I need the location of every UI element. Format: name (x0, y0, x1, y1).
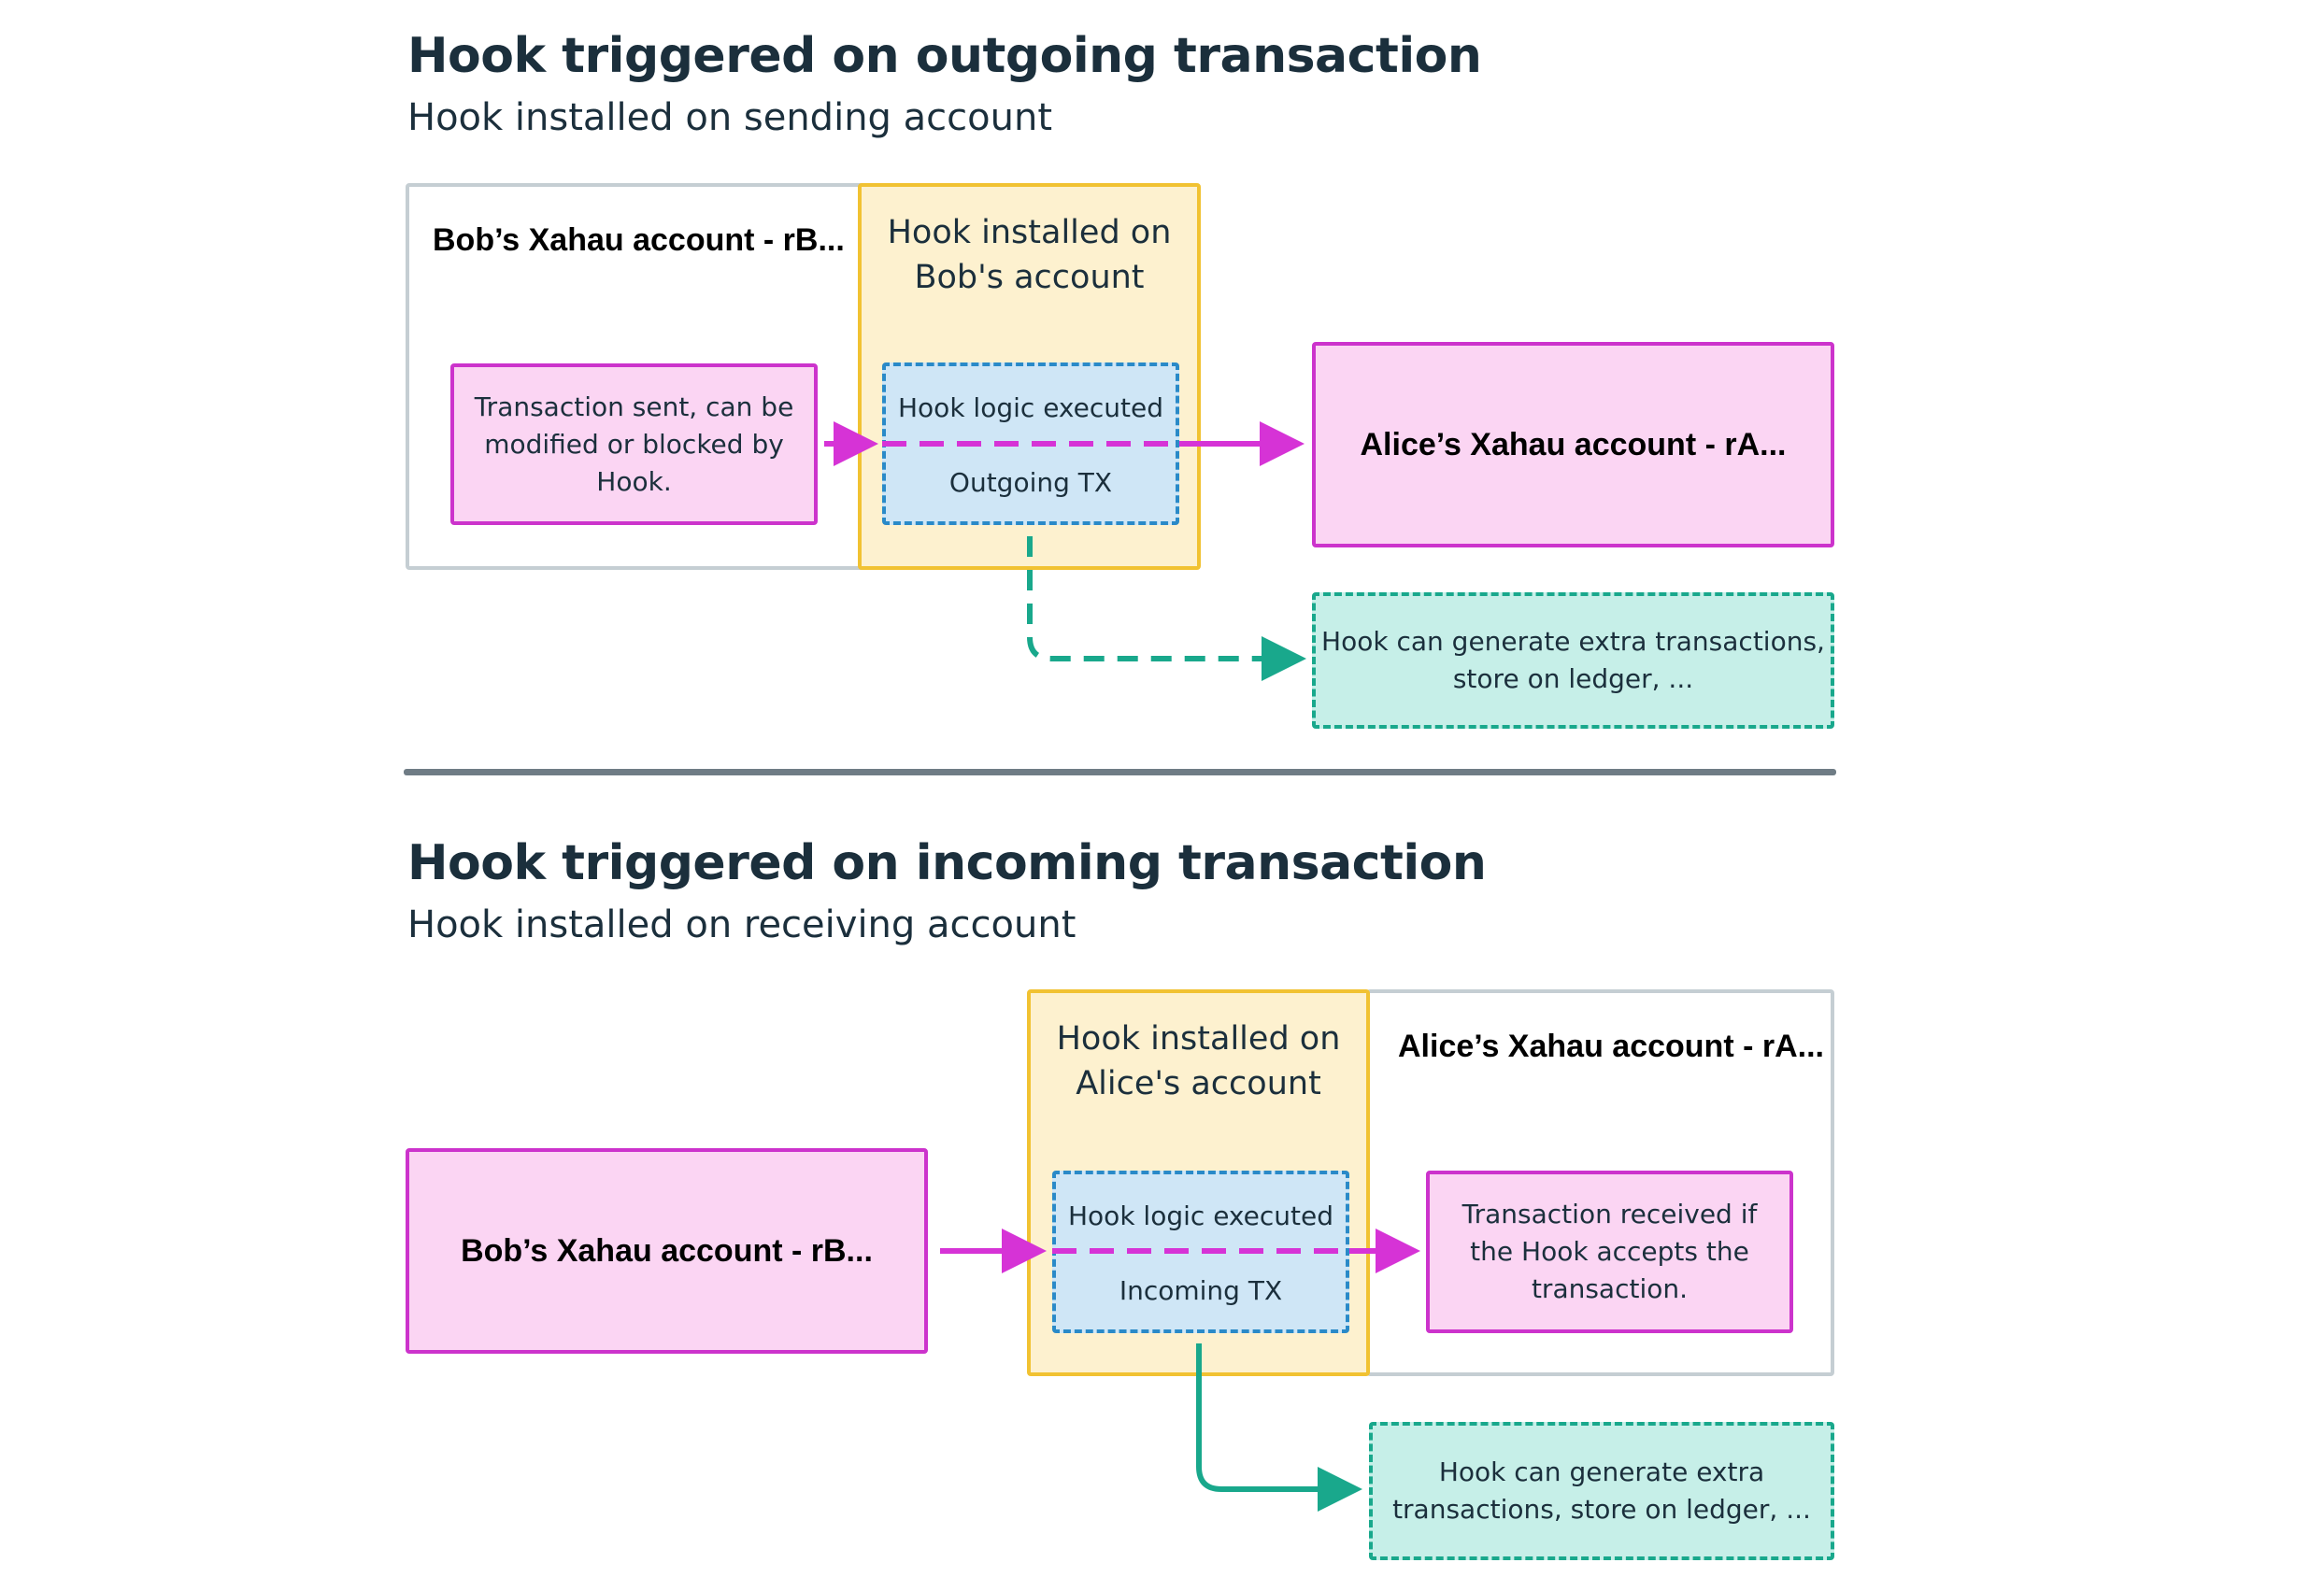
outgoing-section-subtitle: Hook installed on sending account (407, 96, 1052, 139)
hook-logic-outgoing-label: Hook logic executed (898, 392, 1163, 423)
hook-logic-outgoing-box: Hook logic executed Outgoing TX (882, 362, 1179, 525)
bob-sender-label: Bob’s Xahau account - rB... (461, 1232, 873, 1269)
transaction-sent-line-2: modified or blocked by (484, 428, 784, 460)
bob-account-label: Bob’s Xahau account - rB... (433, 222, 845, 258)
hook-installed-alice-line-2: Alice's account (1076, 1065, 1321, 1102)
extra-incoming-line-1: Hook can generate extra (1438, 1456, 1765, 1487)
alice-container-label: Alice’s Xahau account - rA... (1398, 1029, 1824, 1064)
transaction-sent-line-3: Hook. (596, 465, 672, 497)
hook-logic-incoming-box: Hook logic executed Incoming TX (1052, 1171, 1349, 1333)
extra-transactions-incoming-box: Hook can generate extra transactions, st… (1369, 1422, 1834, 1560)
hook-installed-alice-line-1: Hook installed on (1056, 1020, 1341, 1058)
transaction-received-line-1: Transaction received if (1461, 1199, 1758, 1229)
transaction-received-box: Transaction received if the Hook accepts… (1426, 1171, 1793, 1333)
extra-outgoing-line-1: Hook can generate extra transactions, (1321, 626, 1825, 657)
hook-logic-incoming-label: Hook logic executed (1068, 1201, 1333, 1231)
alice-account-label: Alice’s Xahau account - rA... (1360, 426, 1787, 462)
alice-account-box: Alice’s Xahau account - rA... (1312, 342, 1834, 547)
outgoing-section-title: Hook triggered on outgoing transaction (407, 28, 1482, 84)
incoming-section-subtitle: Hook installed on receiving account (407, 903, 1076, 946)
transaction-sent-line-1: Transaction sent, can be (474, 391, 794, 422)
hook-installed-bob-line-1: Hook installed on (887, 214, 1172, 251)
transaction-sent-box: Transaction sent, can be modified or blo… (450, 363, 818, 525)
bob-sender-box: Bob’s Xahau account - rB... (406, 1148, 928, 1354)
incoming-tx-label: Incoming TX (1119, 1275, 1283, 1306)
hook-installed-bob-line-2: Bob's account (914, 259, 1145, 296)
transaction-received-line-2: the Hook accepts the (1470, 1236, 1749, 1267)
incoming-section-title: Hook triggered on incoming transaction (407, 835, 1487, 891)
extra-incoming-line-2: transactions, store on ledger, ... (1392, 1494, 1811, 1525)
outgoing-tx-label: Outgoing TX (948, 467, 1113, 498)
extra-outgoing-line-2: store on ledger, ... (1452, 663, 1694, 694)
section-divider (404, 769, 1836, 775)
transaction-received-line-3: transaction. (1531, 1273, 1689, 1304)
extra-transactions-outgoing-box: Hook can generate extra transactions, st… (1312, 592, 1834, 729)
